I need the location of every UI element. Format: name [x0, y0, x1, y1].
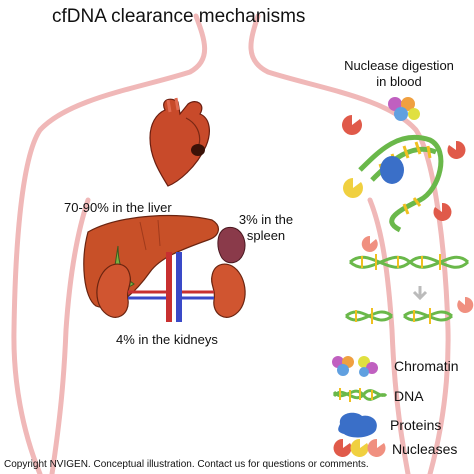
chromatin-icon: [332, 356, 378, 377]
heart-organ: [149, 97, 210, 187]
nuclease-digestion-line2: in blood: [376, 74, 422, 89]
spleen-label: 3% in the spleen: [230, 212, 302, 244]
nuclease-digestion-illustration: [341, 97, 474, 324]
copyright-notice: Copyright NVIGEN. Conceptual illustratio…: [4, 459, 369, 470]
spleen-label-line1: 3% in the: [238, 212, 294, 227]
dna-icon: [332, 388, 388, 402]
nuclease-icon: [333, 438, 386, 457]
nuclease-digestion-label: Nuclease digestion in blood: [330, 58, 468, 90]
body-silhouette: [11, 13, 451, 474]
liver-label: 70-90% in the liver: [64, 200, 172, 215]
nuclease-digestion-line1: Nuclease digestion: [344, 58, 454, 73]
diagram-title: cfDNA clearance mechanisms: [52, 6, 306, 27]
kidneys-label: 4% in the kidneys: [116, 332, 218, 347]
legend-chromatin-label: Chromatin: [394, 358, 459, 374]
kidneys-organ: [96, 252, 246, 322]
legend-nucleases-label: Nucleases: [392, 441, 458, 457]
legend-dna-label: DNA: [394, 388, 424, 404]
spleen-organ: [217, 226, 246, 264]
spleen-label-line2: spleen: [246, 228, 286, 243]
protein-icon: [338, 412, 377, 438]
legend-proteins-label: Proteins: [390, 417, 442, 433]
